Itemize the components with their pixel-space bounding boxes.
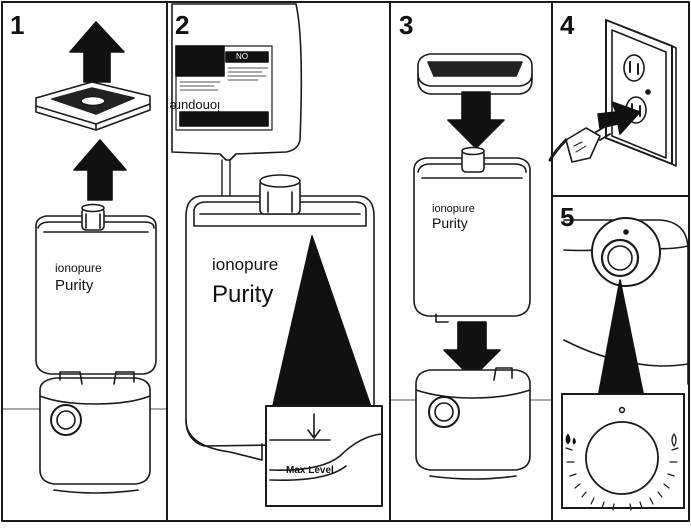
product-brand: ionopure (55, 261, 102, 275)
unit-closeup (563, 217, 689, 385)
step-number-3: 3 (399, 10, 414, 40)
low-mist-icon (565, 433, 576, 445)
high-mist-icon (671, 433, 677, 447)
lower-arrow-bottom (443, 321, 501, 379)
step-number-4: 4 (560, 10, 575, 40)
bottle-switch-label: ON (236, 51, 248, 60)
wall-outlet (605, 19, 677, 167)
tank-brand-p3: ionopure (432, 203, 475, 215)
tank-cap-p3 (417, 53, 533, 95)
panel-4 (548, 19, 677, 167)
panel-5 (561, 217, 689, 511)
tank-model: Purity (212, 281, 273, 308)
tank-cap (35, 81, 151, 131)
humidifier-base (39, 371, 151, 494)
lift-arrow-mid (73, 139, 127, 201)
panel-3: ionopure Purity (413, 53, 533, 480)
supply-bottle: ON ionopure (169, 3, 303, 161)
power-plug (548, 125, 611, 163)
callout-pointer-p5 (597, 279, 645, 399)
bottle-brand-label: ionopure (169, 99, 220, 114)
panel-1: ionopure Purity (35, 21, 157, 494)
step-number-2: 2 (175, 10, 190, 40)
tank-brand: ionopure (212, 255, 278, 274)
max-level-label: Max Level (286, 465, 334, 476)
dial-callout (561, 393, 685, 511)
lower-arrow-top (447, 91, 505, 149)
tank-model-p3: Purity (432, 215, 468, 231)
step-number-1: 1 (10, 10, 25, 40)
max-level-callout (265, 405, 383, 507)
plug-in-arrow (597, 101, 641, 135)
product-model: Purity (55, 277, 94, 294)
step-number-5: 5 (560, 202, 575, 232)
water-tank (35, 203, 157, 375)
panel-2: ON ionopure ionopure Purity (169, 3, 383, 507)
water-tank-p3 (413, 146, 531, 323)
lift-arrow-top (69, 21, 125, 83)
humidifier-base-p3 (415, 367, 531, 480)
